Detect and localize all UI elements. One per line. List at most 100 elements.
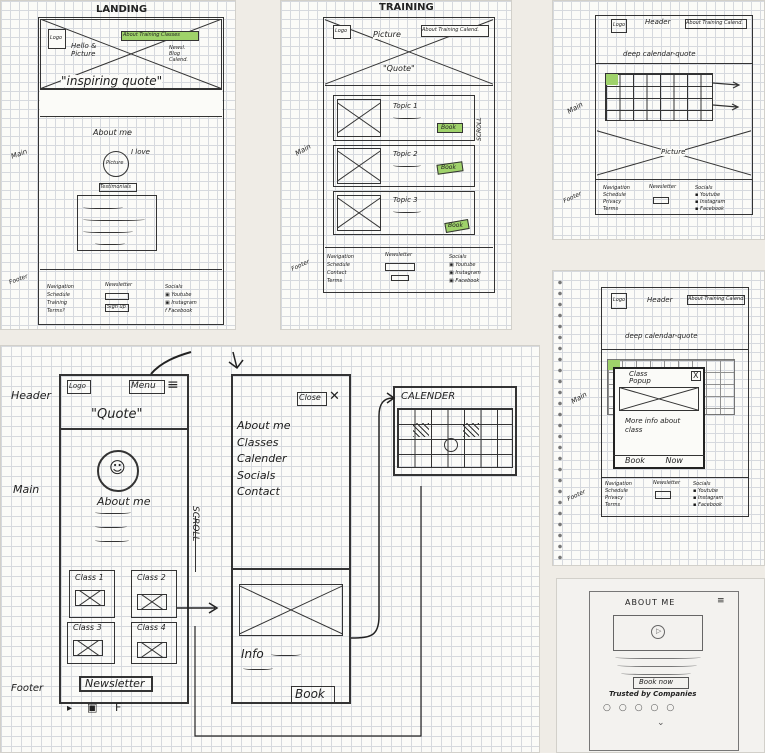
social-link-instagram[interactable]: ▣ Instagram: [449, 269, 481, 277]
footer-nav-item[interactable]: Navigation: [605, 481, 632, 488]
landing-footer-nav: Navigation Schedule Training Terms?: [47, 283, 74, 315]
socials-heading: Socials: [693, 481, 723, 488]
class-popup-title: Class Popup: [629, 371, 669, 385]
popup-footer-nav: Navigation Schedule Privacy Terms: [605, 481, 632, 509]
cal-newsletter-input[interactable]: [653, 197, 669, 204]
training-footer-label: Footer: [291, 259, 311, 273]
socials-heading: Socials: [695, 185, 725, 192]
class-popup-book-button[interactable]: Book Now: [625, 457, 683, 465]
training-newsletter: Newsletter: [385, 253, 412, 258]
popup-caption: deep calendar-quote: [625, 333, 698, 340]
hamburger-menu-icon[interactable]: ≡: [717, 597, 725, 606]
training-socials: Socials ▣ Youtube ▣ Instagram ▣ Facebook: [449, 253, 481, 285]
popup-footer-label: Footer: [567, 489, 587, 503]
social-link-youtube[interactable]: ▣ Youtube: [165, 291, 197, 299]
landing-footer-label: Footer: [9, 274, 29, 286]
landing-title: LANDING: [96, 5, 147, 15]
footer-nav-item[interactable]: Privacy: [603, 199, 630, 206]
landing-about: About me: [93, 129, 132, 137]
landing-ilove: I love: [131, 149, 150, 156]
training-picture: Picture: [373, 31, 401, 39]
popup-socials: Socials ▪ Youtube ▪ Instagram ▪ Facebook: [693, 481, 723, 509]
cal-footer-nav: Navigation Schedule Privacy Terms: [603, 185, 630, 213]
training-title: TRAINING: [379, 3, 434, 13]
socials-heading: Socials: [165, 283, 197, 291]
landing-logo-text: Logo: [50, 36, 62, 41]
socials-heading: Socials: [449, 253, 481, 261]
social-link-facebook[interactable]: ▪ Facebook: [695, 206, 725, 213]
popup-main-label: Main: [570, 391, 588, 405]
training-newsletter-input[interactable]: [385, 263, 415, 271]
footer-nav-item[interactable]: Schedule: [327, 261, 354, 269]
landing-cta-text: Testimonials: [100, 185, 131, 190]
footer-nav-item[interactable]: Schedule: [603, 192, 630, 199]
popup-newsletter: Newsletter: [653, 481, 680, 486]
about-mobile-sheet: ABOUT ME ≡ ▷ Book now Trusted by Compani…: [556, 578, 765, 753]
footer-nav-item[interactable]: Training: [47, 299, 74, 307]
landing-quote: "inspiring quote": [61, 75, 162, 87]
social-link-youtube[interactable]: ▪ Youtube: [695, 192, 725, 199]
topic-image: [337, 148, 381, 184]
landing-signup-text: Sign up: [107, 305, 126, 310]
footer-nav-item[interactable]: Schedule: [47, 291, 74, 299]
chevron-down-icon[interactable]: ⌄: [657, 719, 665, 728]
landing-picture-text: Picture: [106, 161, 123, 166]
social-link-youtube[interactable]: ▪ Youtube: [693, 488, 723, 495]
close-icon: X: [693, 372, 698, 380]
training-main-label: Main: [294, 143, 312, 157]
landing-newsletter: Newsletter: [105, 283, 132, 288]
social-link-facebook[interactable]: ▪ Facebook: [693, 502, 723, 509]
class-popup-image: [619, 387, 699, 411]
company-logos: ○○○○○: [603, 703, 682, 713]
social-link-facebook[interactable]: ▣ Facebook: [449, 277, 481, 285]
about-mobile-title: ABOUT ME: [625, 599, 675, 607]
social-link-instagram[interactable]: ▣ Instagram: [165, 299, 197, 307]
popup-newsletter-input[interactable]: [655, 491, 671, 499]
footer-nav-item[interactable]: Navigation: [327, 253, 354, 261]
flow-arrows: [1, 346, 540, 753]
social-link-instagram[interactable]: ▪ Instagram: [695, 199, 725, 206]
footer-nav-item[interactable]: Contact: [327, 269, 354, 277]
quote-band: [40, 89, 222, 117]
footer-nav-item[interactable]: Navigation: [47, 283, 74, 291]
training-logo-text: Logo: [335, 29, 347, 34]
footer-nav-item[interactable]: Navigation: [603, 185, 630, 192]
training-quote: "Quote": [383, 65, 415, 73]
topic-image: [337, 99, 381, 137]
popup-page-sheet: Logo Header About Training Calend. deep …: [552, 270, 765, 566]
footer-nav-item[interactable]: Terms: [603, 206, 630, 213]
about-trusted: Trusted by Companies: [609, 691, 696, 698]
landing-newsletter-input[interactable]: [105, 293, 129, 300]
social-link-instagram[interactable]: ▪ Instagram: [693, 495, 723, 502]
training-scroll: SCROLL: [477, 117, 483, 141]
cal-arrows: [553, 1, 765, 240]
topic-name: Topic 3: [393, 197, 418, 204]
footer-nav-item[interactable]: Terms: [327, 277, 354, 285]
social-link-facebook[interactable]: f Facebook: [165, 307, 197, 315]
calendar-page-sheet: Logo Header About Training Calend. deep …: [552, 0, 765, 240]
landing-hero-text: Hello & Picture: [71, 43, 111, 58]
mobile-sheet: Header Main Footer Logo Menu ≡ "Quote" ☺…: [0, 345, 540, 753]
topic-image: [337, 195, 381, 231]
cal-newsletter: Newsletter: [649, 185, 676, 190]
footer-nav-item[interactable]: Schedule: [605, 488, 632, 495]
topic-name: Topic 2: [393, 151, 418, 158]
class-popup-text: More info about class: [625, 417, 685, 435]
footer-nav-item[interactable]: Terms: [605, 502, 632, 509]
cal-picture-text: Picture: [661, 149, 685, 156]
landing-sheet: LANDING Logo About Training Classes Hell…: [0, 0, 236, 330]
topic-book-text: Book: [448, 223, 463, 229]
footer-nav-item[interactable]: Privacy: [605, 495, 632, 502]
landing-side-menu: Newsl. Blog Calend.: [169, 45, 197, 63]
popup-nav-text: About Training Calend.: [688, 297, 745, 302]
footer-nav-item[interactable]: Terms?: [47, 307, 74, 315]
cal-socials: Socials ▪ Youtube ▪ Instagram ▪ Facebook: [695, 185, 725, 213]
landing-nav-text: About Training Classes: [123, 33, 180, 38]
training-signup-button[interactable]: [391, 275, 409, 281]
social-link-youtube[interactable]: ▣ Youtube: [449, 261, 481, 269]
topic-book-text: Book: [441, 165, 456, 171]
topic-book-text: Book: [441, 125, 456, 131]
about-book-text: Book now: [639, 679, 673, 686]
play-glyph: ▷: [656, 628, 661, 635]
training-sheet: TRAINING Logo About Training Calend. Pic…: [280, 0, 512, 330]
